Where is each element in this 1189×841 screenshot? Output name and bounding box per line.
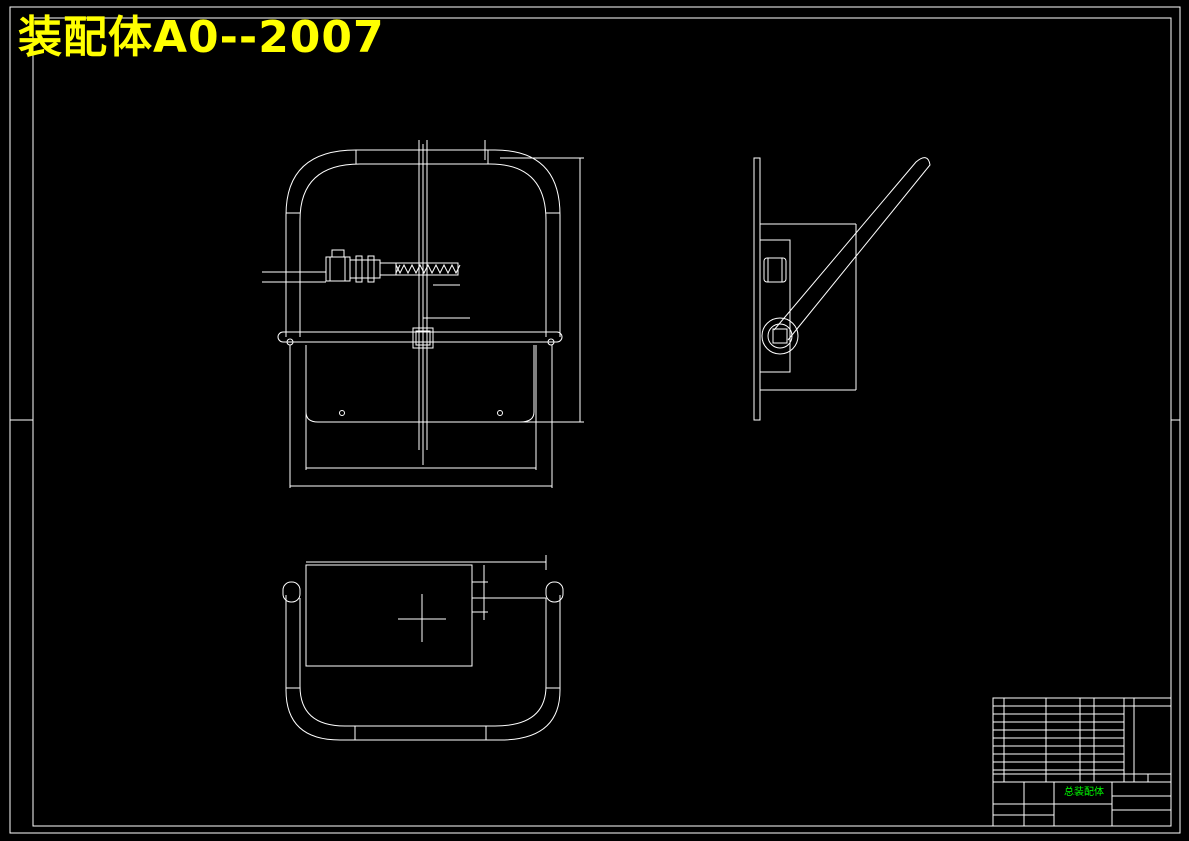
- inner-border: [32, 17, 1172, 827]
- side-view: [753, 157, 931, 421]
- front-view: [262, 140, 584, 488]
- drawing-title: 装配体A0--2007: [18, 12, 385, 63]
- title-block: [992, 697, 1172, 827]
- title-block-name: 总装配体: [1064, 787, 1104, 798]
- top-view: [282, 555, 564, 741]
